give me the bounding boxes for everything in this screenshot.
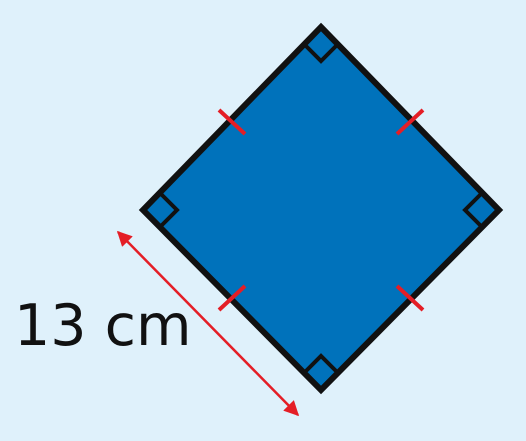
side-length-arrow xyxy=(116,230,300,417)
equal-side-tick-top-right xyxy=(395,108,425,136)
side-length-label: 13 cm xyxy=(14,293,192,359)
right-angle-mark-right xyxy=(462,191,484,229)
equal-side-tick-top-left xyxy=(217,108,247,136)
square-shape xyxy=(138,22,504,395)
right-angle-mark-left xyxy=(158,191,180,229)
equal-side-tick-bottom-right xyxy=(395,284,425,312)
right-angle-mark-top xyxy=(302,42,340,64)
right-angle-mark-bottom xyxy=(302,353,340,375)
